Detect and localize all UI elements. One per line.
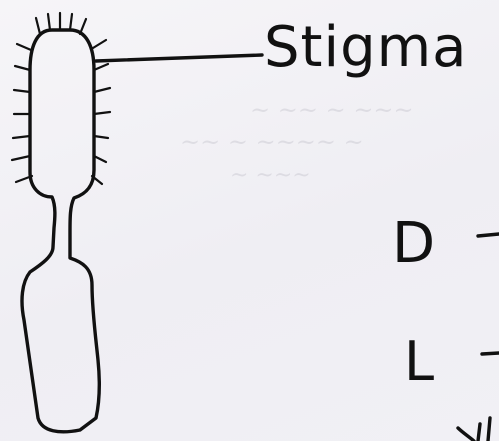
stigma-pointer-line (96, 55, 262, 61)
cutoff-strokes (458, 418, 490, 441)
label-d-dash (478, 234, 499, 236)
svg-text:~ ~~ ~ ~~~: ~ ~~ ~ ~~~ (250, 96, 414, 124)
svg-text:~~ ~ ~~~~ ~: ~~ ~ ~~~~ ~ (180, 128, 364, 156)
label-l-dash (482, 353, 499, 354)
label-l: L (404, 330, 434, 393)
show-through-writing: ~ ~~ ~ ~~~ ~~ ~ ~~~~ ~ ~ ~~~ (180, 96, 414, 188)
svg-text:~ ~~~: ~ ~~~ (230, 163, 311, 188)
label-d: D (392, 211, 435, 276)
stigma-label: Stigma (264, 15, 467, 80)
pistil-outline (22, 30, 99, 432)
